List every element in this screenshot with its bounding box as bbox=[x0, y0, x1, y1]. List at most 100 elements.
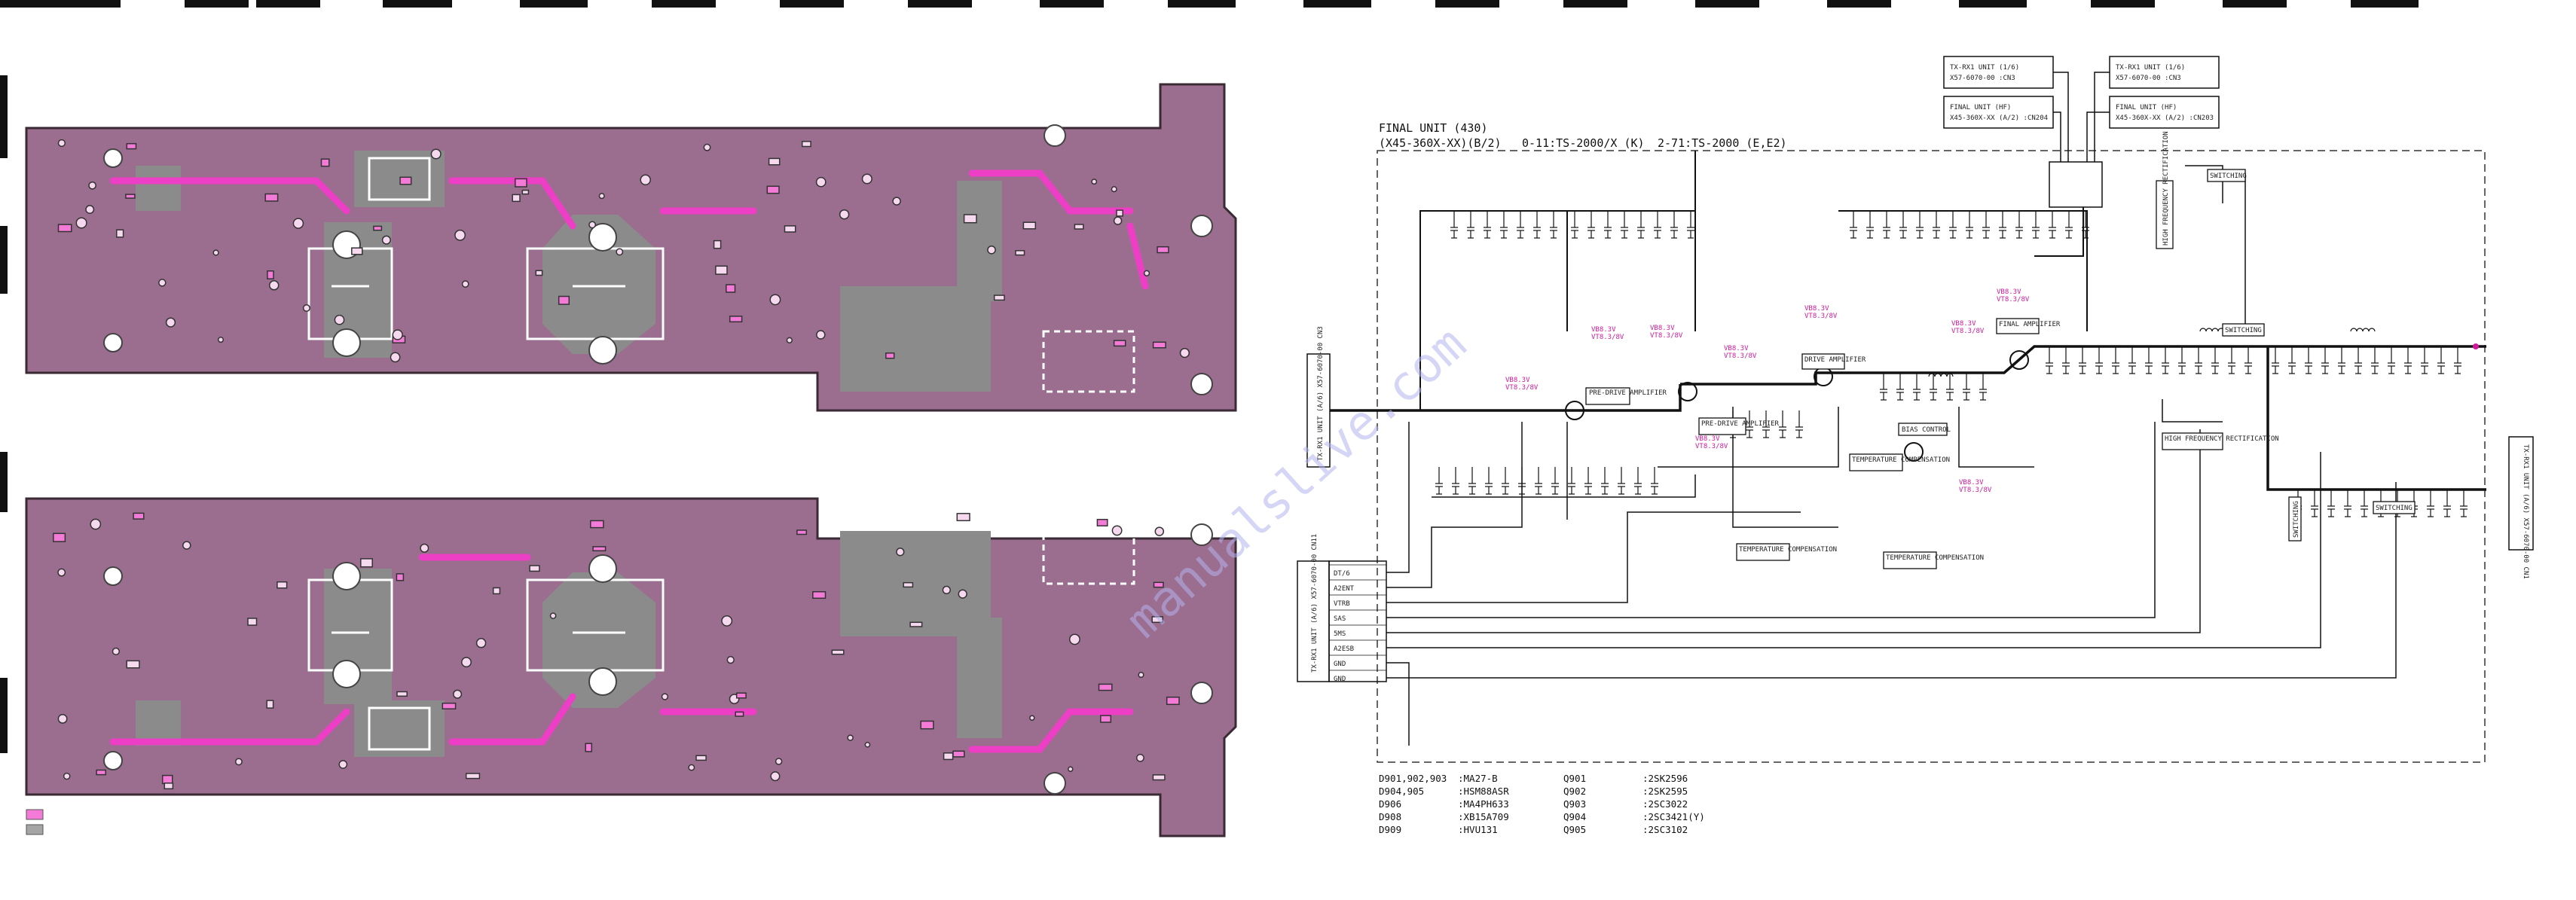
transistor-symbols bbox=[1565, 350, 2029, 462]
unit-title: FINAL UNIT (430) bbox=[1379, 121, 1488, 135]
svg-text:VT8.3/8V: VT8.3/8V bbox=[1650, 332, 1683, 340]
svg-text:FINAL UNIT (HF): FINAL UNIT (HF) bbox=[2116, 104, 2177, 111]
svg-text:VT8.3/8V: VT8.3/8V bbox=[1505, 384, 1539, 392]
unit-subtitle: (X45-360X-XX)(B/2) bbox=[1379, 136, 1502, 150]
ref-box: FINAL UNIT (HF) X45-360X-XX (A/2) :CN204 bbox=[1943, 96, 2054, 129]
svg-text:HIGH FREQUENCY RECTIFICATION: HIGH FREQUENCY RECTIFICATION bbox=[2165, 435, 2279, 443]
parts-list: D901,902,903 :MA27-B D904,905 :HSM88ASR D906… bbox=[1379, 773, 1705, 835]
legend-swatch-gray bbox=[26, 824, 44, 835]
pcb-vias bbox=[53, 512, 1180, 790]
function-block: SWITCHING bbox=[2207, 169, 2247, 182]
parts-list-part: :2SC3022 bbox=[1642, 798, 1688, 810]
svg-text:TEMPERATURE COMPENSATION: TEMPERATURE COMPENSATION bbox=[1886, 554, 1984, 562]
svg-text:SWITCHING: SWITCHING bbox=[2210, 172, 2247, 180]
pcb-mounting-holes bbox=[103, 523, 1213, 795]
parts-list-part: :2SC3421(Y) bbox=[1642, 811, 1705, 822]
function-block: TEMPERATURE COMPENSATION bbox=[1736, 543, 1837, 561]
connector-pin-label: GND bbox=[1334, 676, 1346, 683]
parts-list-part: :XB15A709 bbox=[1458, 811, 1509, 822]
connector-pin-label: SAS bbox=[1334, 615, 1346, 623]
function-block: PRE-DRIVE AMPLIFIER bbox=[1698, 417, 1780, 435]
function-block: BIAS CONTROL bbox=[1898, 423, 1951, 436]
connector-pin-label: A2ENT bbox=[1334, 585, 1355, 593]
svg-text:X45-360X-XX (A/2) :CN204: X45-360X-XX (A/2) :CN204 bbox=[1950, 114, 2048, 122]
ref-box: FINAL UNIT (HF) X45-360X-XX (A/2) :CN203 bbox=[2109, 96, 2220, 129]
svg-text:X57-6070-00 :CN3: X57-6070-00 :CN3 bbox=[1950, 75, 2015, 82]
parts-list-ref: D901,902,903 bbox=[1379, 773, 1447, 784]
parts-list-part: :2SK2595 bbox=[1642, 786, 1688, 797]
schematic-wiring bbox=[1330, 151, 2486, 746]
function-block: TEMPERATURE COMPENSATION bbox=[1883, 551, 1984, 569]
svg-text:VB8.3V: VB8.3V bbox=[1591, 326, 1616, 334]
parts-list-ref: Q905 bbox=[1563, 824, 1586, 835]
svg-text:VB8.3V: VB8.3V bbox=[1804, 305, 1829, 313]
parts-list-ref: Q903 bbox=[1563, 798, 1586, 810]
svg-text:BIAS CONTROL: BIAS CONTROL bbox=[1902, 426, 1951, 434]
svg-text:TX-RX1 UNIT (A/6) X57-6070-00: TX-RX1 UNIT (A/6) X57-6070-00 CN3 bbox=[1317, 326, 1325, 461]
function-block: SWITCHING bbox=[2373, 501, 2416, 514]
ref-box-leads bbox=[2049, 72, 2110, 208]
parts-list-part: :2SC3102 bbox=[1642, 824, 1688, 835]
parts-list-ref: D904,905 bbox=[1379, 786, 1424, 797]
connector-cn901: TX-RX1 UNIT (A/6) X57-6070-00 CN11 bbox=[1297, 534, 1387, 682]
svg-text:SWITCHING: SWITCHING bbox=[2225, 327, 2262, 334]
parts-list-part: :MA27-B bbox=[1458, 773, 1498, 784]
svg-text:VT8.3/8V: VT8.3/8V bbox=[1951, 328, 1985, 335]
svg-text:TEMPERATURE COMPENSATION: TEMPERATURE COMPENSATION bbox=[1852, 456, 1950, 464]
svg-text:VB8.3V: VB8.3V bbox=[1997, 288, 2021, 296]
svg-text:TX-RX1 UNIT (1/6): TX-RX1 UNIT (1/6) bbox=[2116, 64, 2185, 72]
svg-text:X45-360X-XX (A/2) :CN203: X45-360X-XX (A/2) :CN203 bbox=[2116, 114, 2214, 122]
parts-list-ref: Q901 bbox=[1563, 773, 1586, 784]
svg-text:VB8.3V: VB8.3V bbox=[1724, 345, 1749, 352]
parts-list-ref: D906 bbox=[1379, 798, 1401, 810]
svg-text:TX-RX1 UNIT (A/6) X57-6070-00: TX-RX1 UNIT (A/6) X57-6070-00 CN11 bbox=[1311, 534, 1319, 673]
parts-list-part: :HSM88ASR bbox=[1458, 786, 1509, 797]
function-block: HIGH FREQUENCY RECTIFICATION bbox=[2162, 432, 2279, 450]
parts-list-part: :HVU131 bbox=[1458, 824, 1498, 835]
side-label-output: TX-RX1 UNIT (A/6) X57-6070-00 CN1 bbox=[2508, 436, 2534, 579]
svg-text:VT8.3/8V: VT8.3/8V bbox=[1724, 352, 1757, 360]
svg-text:FINAL AMPLIFIER: FINAL AMPLIFIER bbox=[1999, 321, 2061, 328]
svg-text:VB8.3V: VB8.3V bbox=[1951, 320, 1976, 328]
svg-text:VT8.3/8V: VT8.3/8V bbox=[1804, 313, 1838, 320]
svg-text:SWITCHING: SWITCHING bbox=[2376, 505, 2413, 512]
parts-list-ref: Q904 bbox=[1563, 811, 1586, 822]
component-ladder bbox=[1435, 211, 2468, 517]
svg-text:VB8.3V: VB8.3V bbox=[1650, 325, 1675, 332]
parts-list-ref: Q902 bbox=[1563, 786, 1586, 797]
svg-text:VT8.3/8V: VT8.3/8V bbox=[1997, 296, 2030, 304]
function-block: SWITCHING bbox=[2222, 323, 2265, 337]
svg-text:SWITCHING: SWITCHING bbox=[2293, 501, 2300, 538]
pcb-traces bbox=[109, 169, 1149, 290]
svg-text:DRIVE AMPLIFIER: DRIVE AMPLIFIER bbox=[1804, 356, 1866, 364]
svg-text:FINAL UNIT (HF): FINAL UNIT (HF) bbox=[1950, 104, 2011, 111]
function-block: SWITCHING bbox=[2288, 496, 2302, 542]
svg-text:X57-6070-00 :CN3: X57-6070-00 :CN3 bbox=[2116, 75, 2181, 82]
parts-list-part: :2SK2596 bbox=[1642, 773, 1688, 784]
function-block: HIGH FREQUENCY RECTIFICATION bbox=[2156, 131, 2174, 249]
unit-boundary bbox=[1377, 150, 2486, 763]
page-edge-ruler bbox=[0, 0, 2419, 753]
unit-variant-k: 0-11:TS-2000/X (K) bbox=[1522, 136, 1645, 150]
connector-pin-label: 5MS bbox=[1334, 630, 1346, 638]
parts-list-ref: D909 bbox=[1379, 824, 1401, 835]
svg-text:HIGH FREQUENCY RECTIFICATION: HIGH FREQUENCY RECTIFICATION bbox=[2162, 131, 2170, 246]
svg-text:PRE-DRIVE AMPLIFIER: PRE-DRIVE AMPLIFIER bbox=[1589, 389, 1667, 397]
pcb-traces bbox=[109, 554, 1134, 753]
ref-box: TX-RX1 UNIT (1/6) X57-6070-00 :CN3 bbox=[2109, 56, 2220, 89]
svg-text:VB8.3V: VB8.3V bbox=[1505, 377, 1530, 384]
svg-text:VT8.3/8V: VT8.3/8V bbox=[1591, 334, 1624, 341]
legend-swatch-magenta bbox=[26, 809, 44, 820]
connector-pin-label: DT/6 bbox=[1334, 570, 1350, 578]
svg-text:VT8.3/8V: VT8.3/8V bbox=[1695, 443, 1728, 450]
svg-text:VB8.3V: VB8.3V bbox=[1695, 435, 1720, 443]
